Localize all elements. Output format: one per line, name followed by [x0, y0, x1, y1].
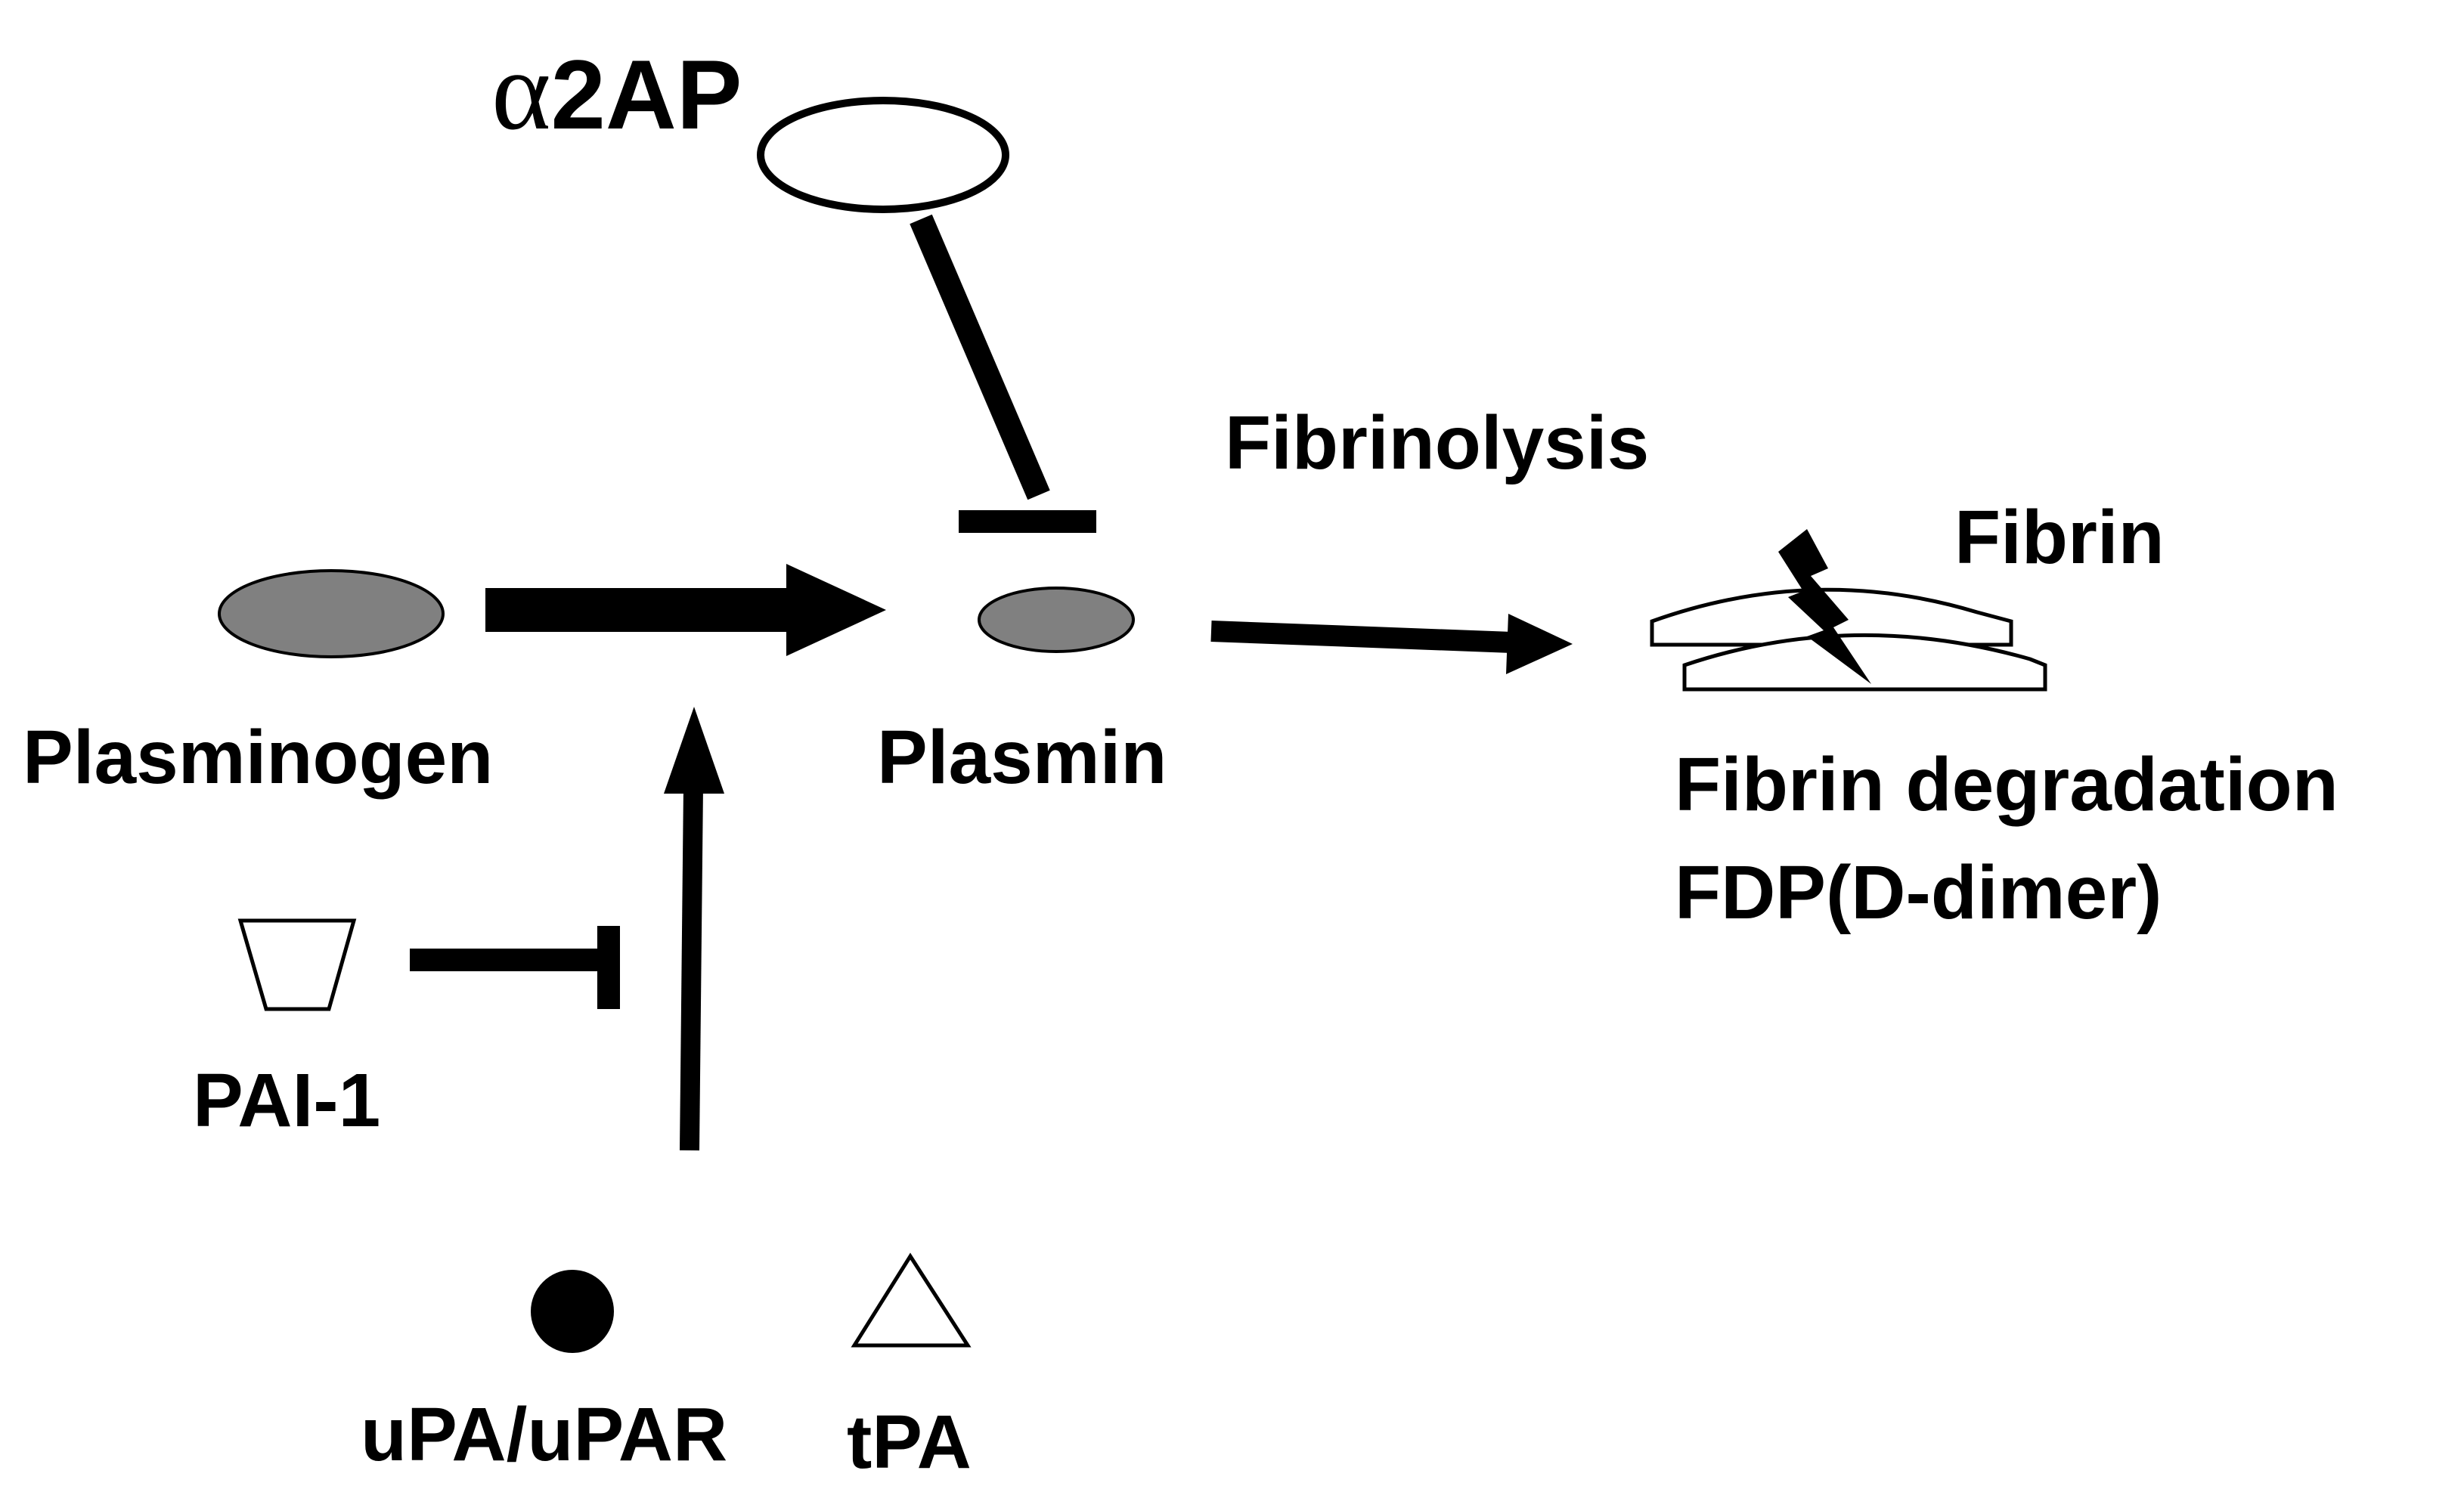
alpha2ap-label: α2AP — [491, 28, 742, 153]
pai1-label: PAI-1 — [193, 1058, 380, 1143]
alpha2ap-suffix: 2AP — [551, 39, 742, 150]
fdp-d-dimer-label: FDP(D-dimer) — [1675, 850, 2162, 935]
conversion-arrow — [485, 564, 886, 656]
pai1-trapezoid-icon — [237, 918, 357, 1011]
plasmin-label: Plasmin — [877, 715, 1167, 800]
activation-arrow — [664, 707, 724, 1151]
plasmin-ellipse-icon — [978, 587, 1135, 653]
upa-upar-label: uPA/uPAR — [361, 1392, 727, 1477]
tpa-triangle-icon — [851, 1252, 972, 1348]
fibrin-label: Fibrin — [1954, 495, 2165, 580]
alpha-symbol: α — [491, 28, 551, 153]
alpha2ap-inhibition-line — [910, 214, 1096, 533]
upa-upar-circle-icon — [531, 1270, 614, 1353]
plasminogen-label: Plasminogen — [23, 715, 493, 800]
fibrinolysis-label: Fibrinolysis — [1225, 401, 1649, 485]
lightning-bolt-icon — [1778, 529, 1871, 684]
fibrinolysis-arrow — [1210, 614, 1573, 674]
alpha2ap-ellipse-icon — [757, 97, 1009, 213]
fibrin-degradation-label: Fibrin degradation — [1675, 742, 2338, 827]
tpa-label: tPA — [847, 1400, 972, 1484]
plasminogen-ellipse-icon — [218, 569, 445, 658]
pai1-inhibition-line — [410, 926, 620, 1009]
